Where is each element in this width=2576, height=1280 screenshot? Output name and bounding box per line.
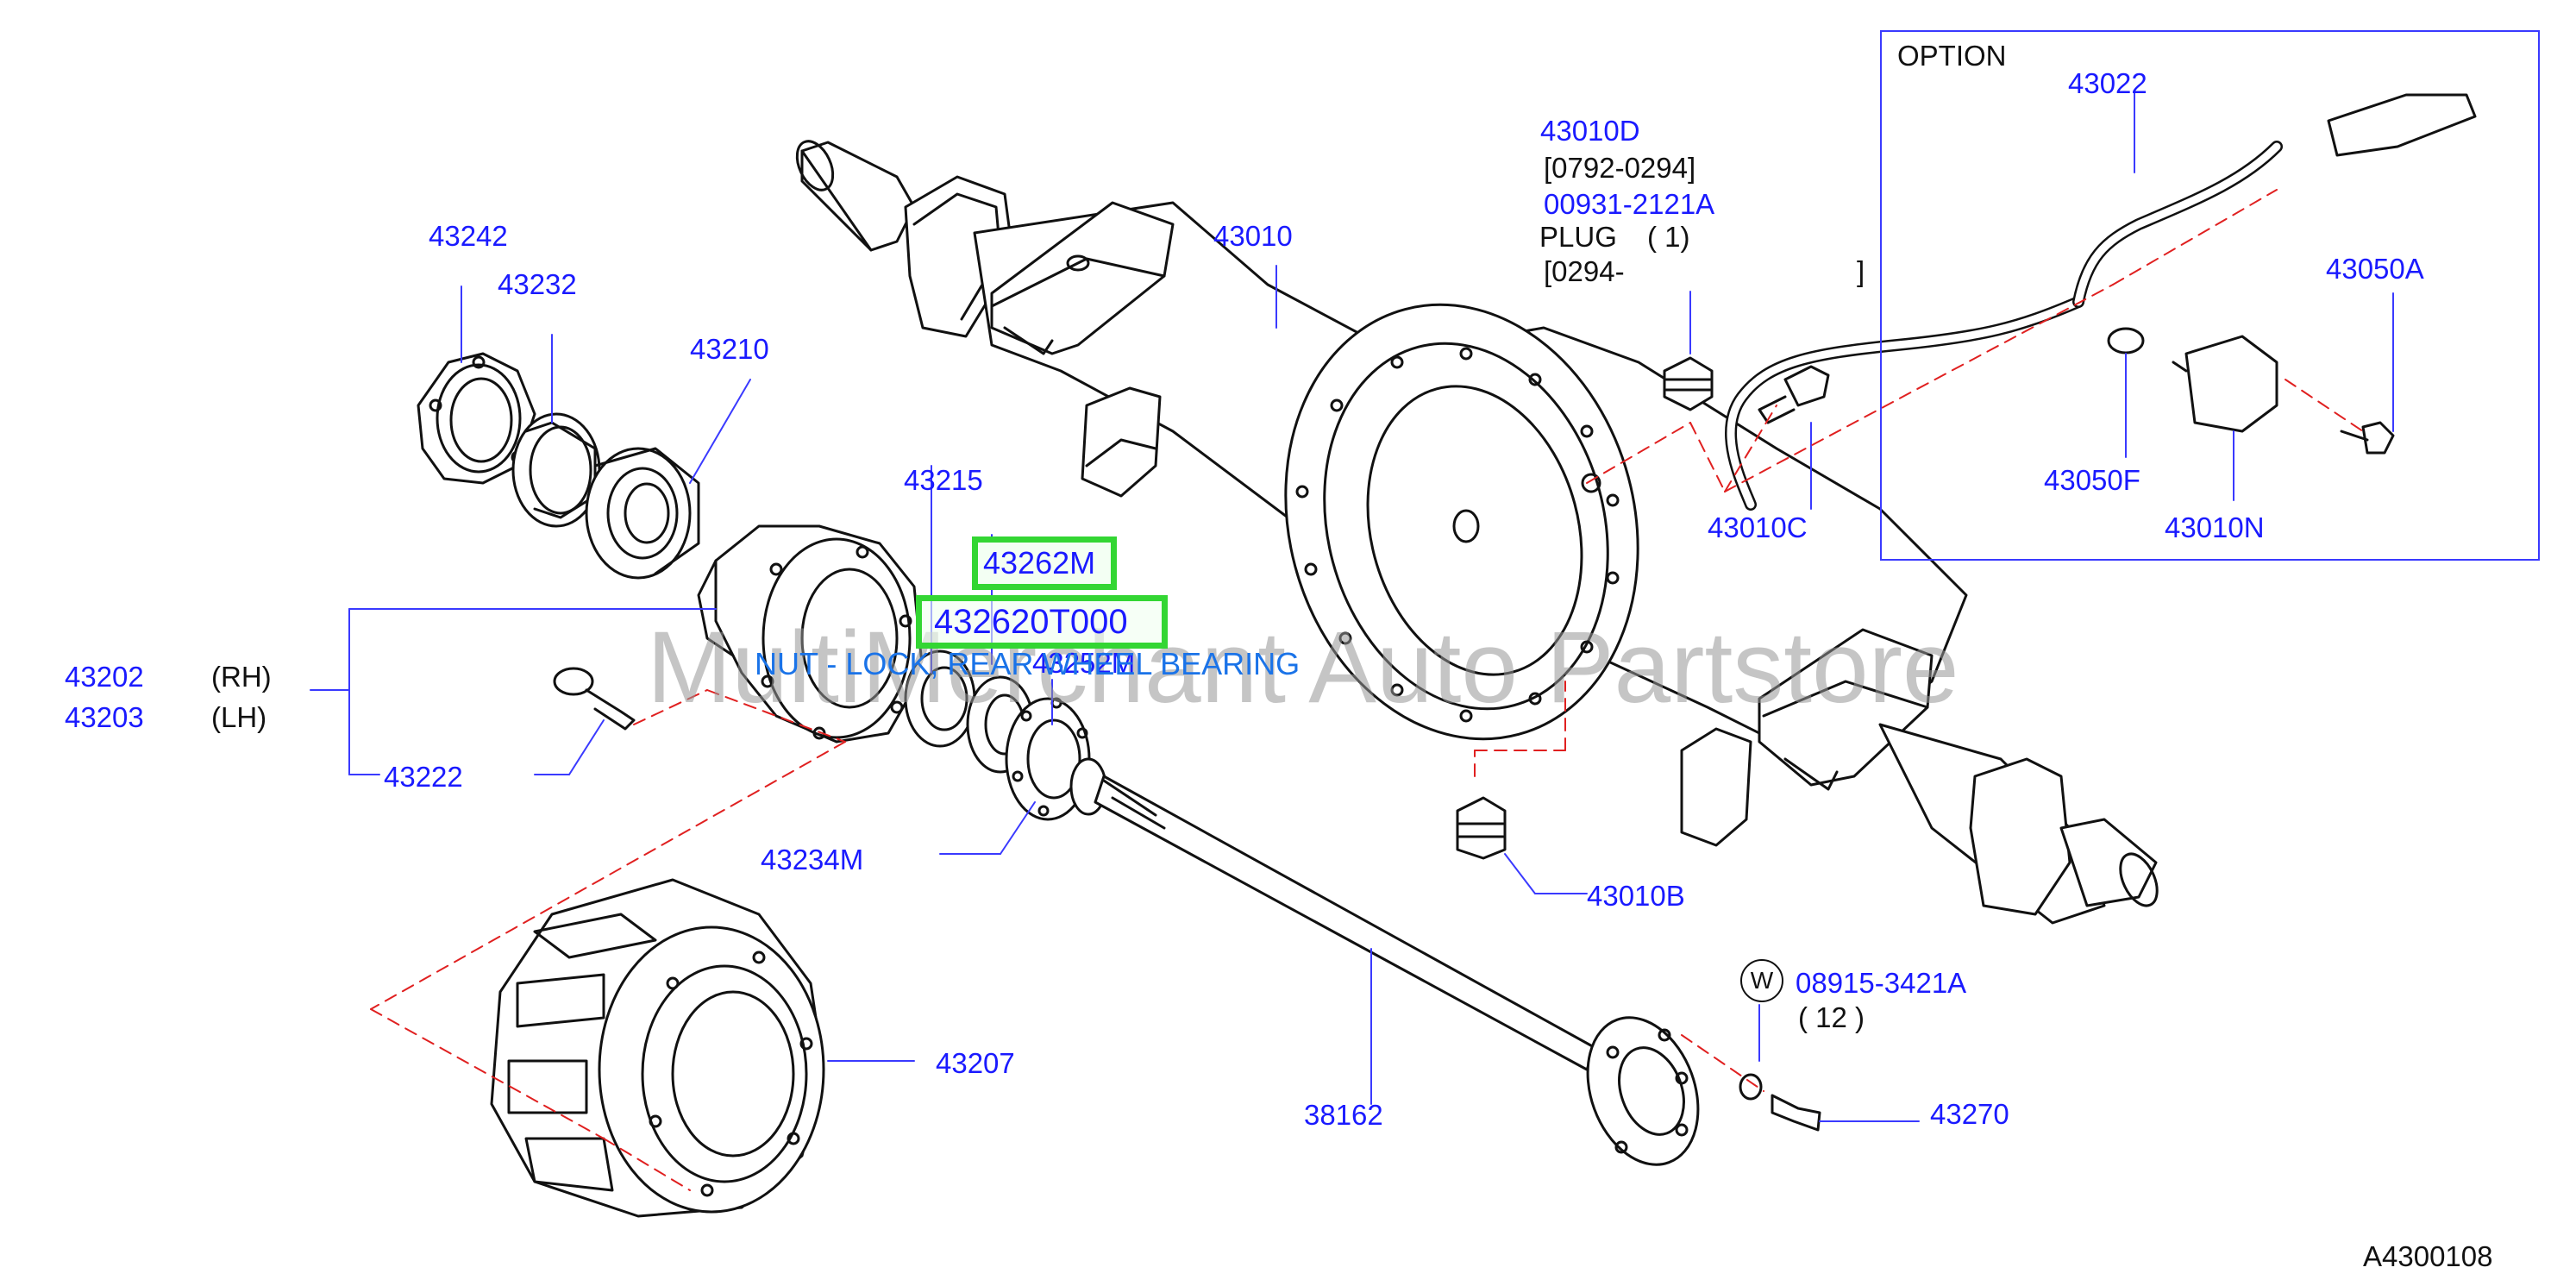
plug-label: PLUG [1539,221,1617,253]
part-08915-label[interactable]: 08915-3421A [1796,967,1967,999]
reference-lines [370,189,2364,1191]
option-box [1880,30,2540,561]
part-43215-label[interactable]: 43215 [904,464,983,496]
highlight-43262m[interactable] [972,536,1117,590]
plug-qty: ( 1) [1647,221,1690,253]
part-43202-label[interactable]: 43202 [65,661,144,693]
part-43203-label[interactable]: 43203 [65,701,144,733]
part-43050a-label[interactable]: 43050A [2326,253,2424,285]
part-43022-label[interactable]: 43022 [2068,67,2147,99]
axle-shaft [1069,757,1700,1166]
diagram-code: A4300108 [2363,1240,2493,1272]
plug-range-open: [0294- [1544,255,1625,287]
part-43234m-label[interactable]: 43234M [761,844,864,875]
part-43242-label[interactable]: 43242 [429,220,508,252]
part-43010n-label[interactable]: 43010N [2165,511,2265,543]
part-43010c-label[interactable]: 43010C [1708,511,1808,543]
housing-small-parts [1456,356,1830,1132]
part-43232-label[interactable]: 43232 [498,268,577,300]
part-08915-qty: ( 12 ) [1798,1001,1865,1033]
w-symbol: W [1740,959,1783,1002]
part-43010b-label[interactable]: 43010B [1587,880,1685,912]
plug-range-close: ] [1857,255,1865,287]
part-43210-label[interactable]: 43210 [690,333,769,365]
option-title: OPTION [1897,40,2007,72]
part-43222-label[interactable]: 43222 [384,761,463,793]
part-tooltip: NUT - LOCK, REAR WHEEL BEARING [755,646,1301,681]
part-43010d-label[interactable]: 43010D [1540,115,1640,147]
highlight-432620t000[interactable]: 432620T000 [916,595,1168,649]
watermark: MultiMerchant Auto Partstore [647,611,1959,725]
part-43207-label[interactable]: 43207 [936,1047,1015,1079]
part-38162-label[interactable]: 38162 [1304,1099,1383,1131]
option-parts [1725,93,2477,511]
part-43270-label[interactable]: 43270 [1930,1098,2009,1130]
part-00931-label[interactable]: 00931-2121A [1544,188,1715,220]
rh-label: (RH) [211,661,272,693]
left-wheel-end [417,352,1091,821]
part-43010d-range: [0792-0294] [1544,152,1696,184]
axle-housing [795,140,2159,925]
brake-drum [490,878,825,1218]
part-43252m-label[interactable]: 43252M [1032,647,1136,679]
bolt-holes [1295,347,1620,723]
part-43050f-label[interactable]: 43050F [2044,464,2140,496]
highlight-43262m-text[interactable]: 43262M [983,545,1096,580]
part-43010-label[interactable]: 43010 [1213,220,1293,252]
lh-label: (LH) [211,701,267,733]
